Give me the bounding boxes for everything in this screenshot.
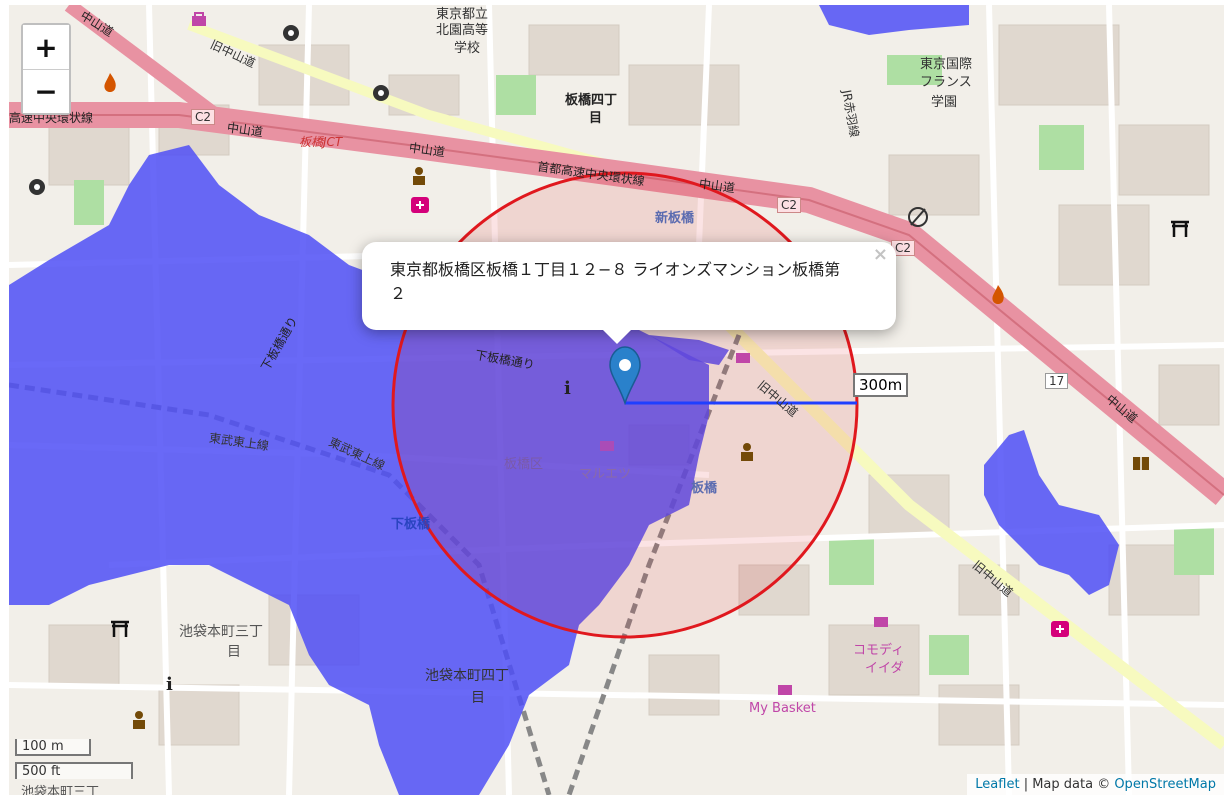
scale-control: 100 m 500 ft [15,739,133,779]
leaflet-link[interactable]: Leaflet [975,777,1020,792]
scale-metric: 100 m [15,739,91,756]
osm-link[interactable]: OpenStreetMap [1114,777,1216,792]
zoom-out-button[interactable]: − [23,69,69,113]
green-areas [74,55,1214,675]
map-tiles [9,5,1224,795]
attribution-separator: | Map data © [1019,777,1115,792]
scale-imperial: 500 ft [15,762,133,779]
map-container[interactable]: 東京都立 北園高等 学校 板橋四丁 目 東京国際 フランス 学園 中山道 中山道… [9,5,1224,795]
zoom-in-button[interactable]: + [23,25,69,69]
popup-tip [603,330,631,344]
zoom-control: + − [21,23,71,115]
attribution: Leaflet | Map data © OpenStreetMap [967,774,1224,795]
popup-close-button[interactable]: × [872,244,888,265]
popup-address-text: 東京都板橋区板橋１丁目１２−８ ライオンズマンション板橋第２ [390,260,841,303]
kyu-nakasendo-road [704,300,1224,750]
address-popup: 東京都板橋区板橋１丁目１２−８ ライオンズマンション板橋第２ × [362,242,896,344]
radius-label: 300m [853,373,909,397]
flood-area [9,5,1119,795]
